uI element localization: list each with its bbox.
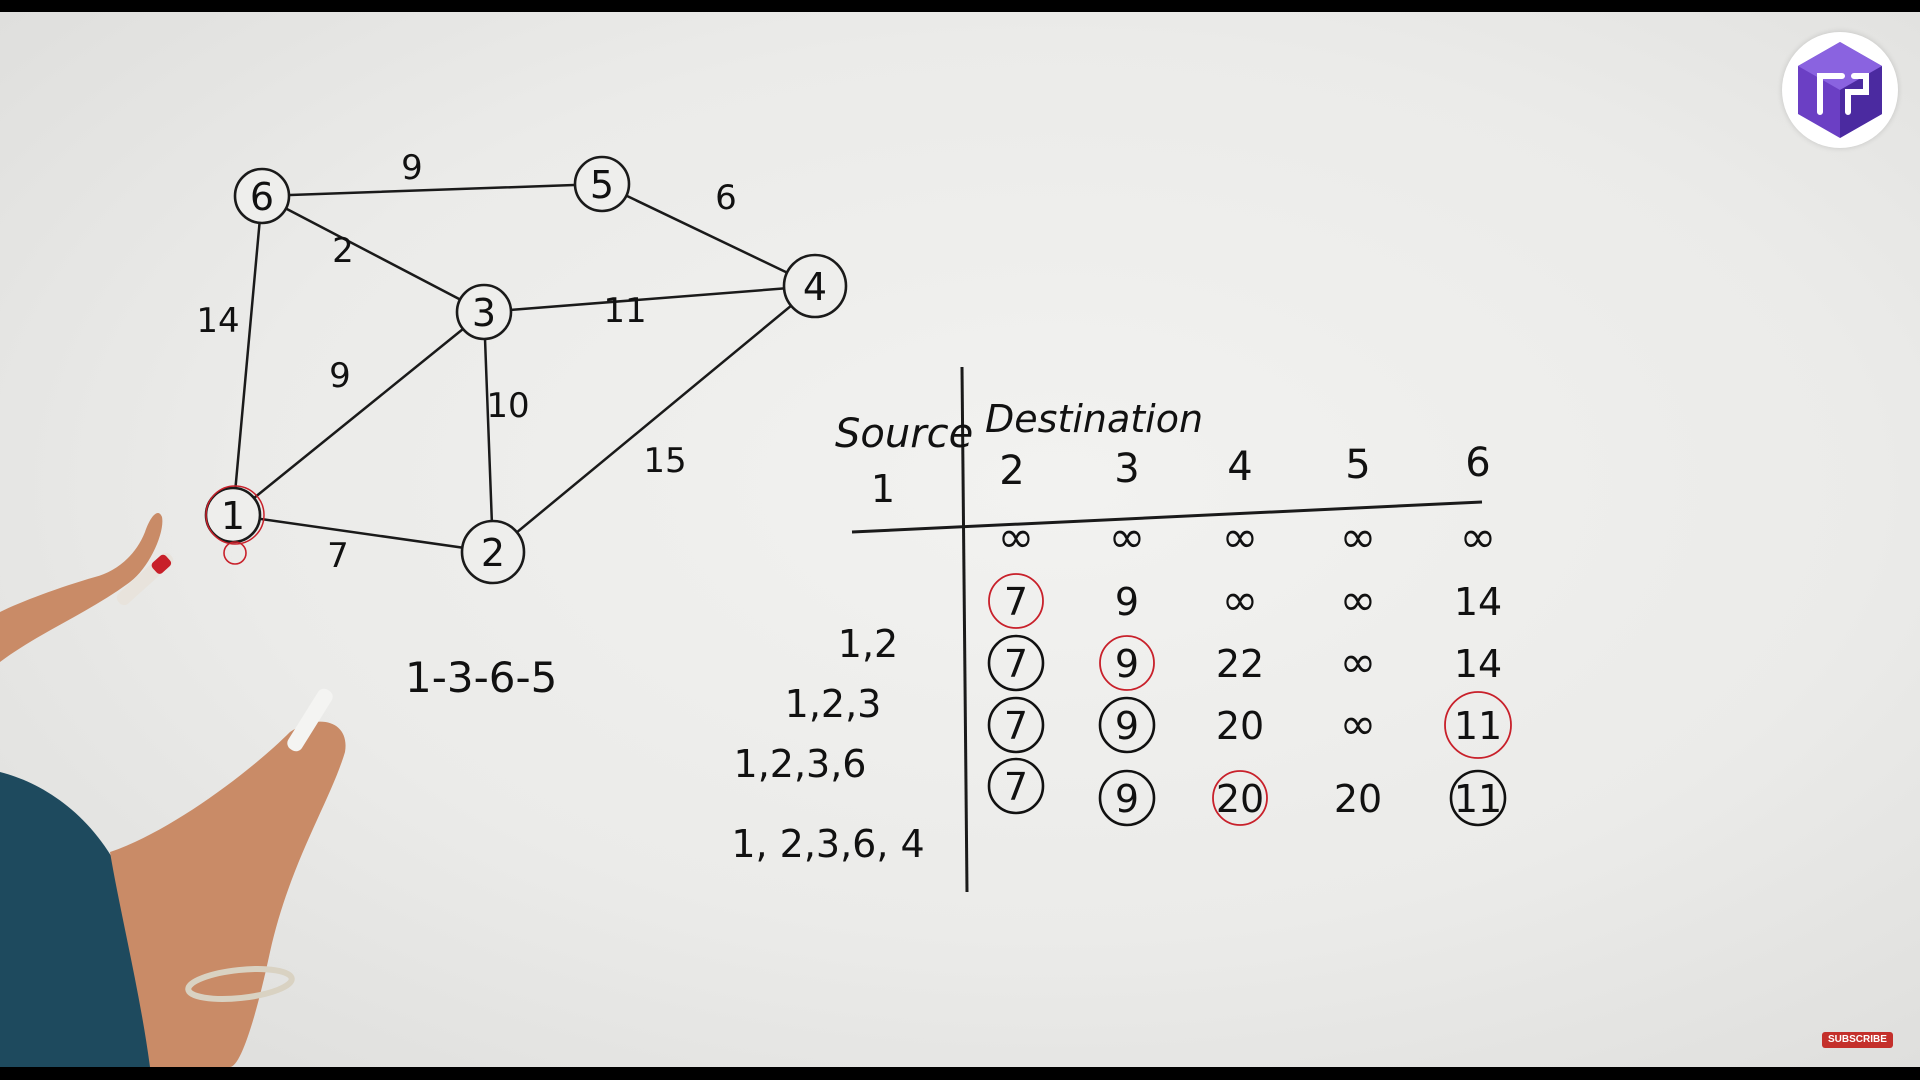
visited-set-label: 1, 2,3,6, 4 — [731, 822, 924, 866]
cell-highlight-circle — [1098, 696, 1156, 754]
edge-weight-label: 14 — [196, 301, 239, 341]
presenter-forearm — [110, 721, 346, 1067]
edge-weight-label: 11 — [603, 291, 646, 331]
cell-highlight-circle — [1212, 770, 1268, 826]
table-header-line — [851, 500, 1483, 534]
distance-cell: ∞ — [1222, 512, 1259, 563]
graph-node-label: 4 — [803, 265, 827, 309]
subscribe-label: SUBSCRIBE — [1828, 1034, 1887, 1045]
distance-cell: 7 — [1004, 704, 1028, 748]
edge-weight-label: 2 — [332, 231, 354, 271]
distance-cell: 11 — [1454, 777, 1502, 821]
graph-node-label: 5 — [590, 163, 614, 207]
red-marker-cap — [151, 554, 172, 574]
distance-cell: 9 — [1115, 580, 1139, 624]
edge-weight-label: 9 — [329, 356, 351, 396]
destination-column-header: 3 — [1114, 446, 1139, 492]
visited-set-label: 1,2,3 — [785, 682, 882, 726]
distance-cell: 14 — [1454, 580, 1502, 624]
edge-weight-label: 7 — [327, 536, 349, 576]
distance-cell: 9 — [1115, 704, 1139, 748]
cell-highlight-circle — [987, 634, 1045, 692]
source-zero-circle — [223, 541, 247, 565]
destination-column-header: 6 — [1465, 440, 1490, 486]
subscribe-button[interactable]: SUBSCRIBE — [1822, 1032, 1893, 1048]
distance-cell: 7 — [1004, 642, 1028, 686]
graph-edge-3-4 — [482, 284, 817, 314]
source-value: 1 — [871, 467, 895, 511]
distance-cell: ∞ — [1340, 575, 1377, 626]
cell-highlight-circle — [988, 573, 1044, 629]
graph-node-label: 3 — [472, 291, 496, 335]
graph-node-2 — [460, 519, 526, 585]
distance-cell: 20 — [1216, 704, 1264, 748]
graph-node-5 — [573, 155, 631, 213]
distance-cell: ∞ — [1340, 637, 1377, 688]
visited-set-label: 1,2,3,6 — [734, 742, 867, 786]
distance-cell: ∞ — [1340, 699, 1377, 750]
path-note: 1-3-6-5 — [405, 653, 557, 702]
distance-cell: 20 — [1216, 777, 1264, 821]
cell-highlight-circle — [1449, 769, 1507, 827]
channel-logo-icon — [1798, 42, 1882, 138]
presenter-left-hand — [0, 512, 163, 662]
destination-header: Destination — [985, 397, 1203, 441]
graph-node-label: 2 — [481, 531, 505, 575]
distance-cell: ∞ — [998, 512, 1035, 563]
graph-edge-6-1 — [231, 194, 264, 517]
presenter-arm — [0, 772, 160, 1067]
cell-highlight-circle — [987, 696, 1045, 754]
graph-node-label: 6 — [250, 175, 274, 219]
graph-edge-5-4 — [600, 182, 817, 288]
distance-cell: 14 — [1454, 642, 1502, 686]
distance-cell: 20 — [1334, 777, 1382, 821]
distance-cell: 9 — [1115, 777, 1139, 821]
source-header: Source — [835, 411, 973, 457]
distance-cell: 7 — [1004, 580, 1028, 624]
graph-node-3 — [455, 283, 513, 341]
cell-highlight-circle — [1444, 691, 1512, 759]
destination-column-header: 5 — [1345, 442, 1370, 488]
table-vertical-line — [960, 366, 969, 893]
bracelet — [185, 966, 295, 1002]
cell-highlight-circle — [1098, 769, 1156, 827]
graph-node-4 — [782, 253, 848, 319]
distance-cell: ∞ — [1109, 512, 1146, 563]
graph-edge-3-2 — [482, 310, 495, 554]
graph-node-6 — [233, 167, 291, 225]
source-node-highlight — [205, 485, 265, 545]
edge-weight-label: 15 — [643, 441, 686, 481]
graph-edge-6-3 — [260, 194, 486, 314]
distance-cell: 22 — [1216, 642, 1264, 686]
presenter-hands — [0, 512, 346, 1067]
destination-column-header: 4 — [1227, 444, 1252, 490]
edge-weight-label: 6 — [715, 178, 737, 218]
distance-cell: 11 — [1454, 704, 1502, 748]
distance-cell: 7 — [1004, 765, 1028, 809]
visited-set-label: 1,2 — [838, 622, 898, 666]
edge-weight-label: 10 — [486, 386, 529, 426]
edge-weight-label: 9 — [401, 148, 423, 188]
distance-cell: ∞ — [1222, 575, 1259, 626]
graph-edge-6-5 — [260, 182, 604, 198]
distance-cell: 9 — [1115, 642, 1139, 686]
graph-node-label: 1 — [221, 494, 245, 538]
destination-column-header: 2 — [999, 448, 1024, 494]
cell-highlight-circle — [1099, 635, 1155, 691]
channel-logo[interactable] — [1782, 32, 1898, 148]
graph-edge-1-3 — [231, 310, 486, 517]
white-marker-pen — [287, 688, 333, 752]
distance-cell: ∞ — [1460, 512, 1497, 563]
distance-cell: ∞ — [1340, 512, 1377, 563]
graph-edge-2-4 — [491, 284, 817, 554]
cell-highlight-circle — [987, 757, 1045, 815]
graph-edge-1-2 — [231, 513, 495, 554]
